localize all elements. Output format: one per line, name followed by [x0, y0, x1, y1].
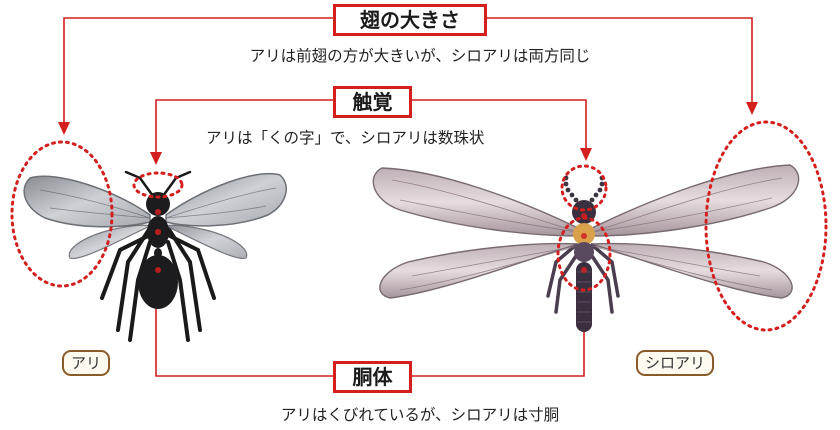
- termite-tag: シロアリ: [636, 350, 715, 376]
- termite-body-focus: [556, 216, 612, 292]
- termite-highlights: [581, 213, 587, 273]
- ant-tag: アリ: [62, 350, 111, 376]
- ant-legs: [100, 226, 216, 342]
- wing-arrow-left: [58, 122, 70, 135]
- ant-antenna-focus: [132, 171, 184, 199]
- wing-size-label: 翅の大きさ: [333, 4, 487, 36]
- ant-wings: [23, 173, 287, 260]
- ant-highlights: [155, 209, 161, 273]
- ant-wing-focus: [10, 140, 114, 288]
- termite-wing-focus: [704, 120, 828, 332]
- antenna-description: アリは「くの字」で、シロアリは数珠状: [206, 129, 485, 147]
- termite-illustration: [372, 120, 828, 332]
- termite-antennae: [563, 175, 605, 203]
- body-description: アリはくびれているが、シロアリは寸胴: [280, 406, 560, 424]
- wing-size-description: アリは前翅の方が大きいが、シロアリは両方同じ: [249, 47, 591, 65]
- termite-legs: [546, 243, 620, 314]
- wing-connector: [63, 17, 753, 132]
- termite-antenna-focus: [560, 164, 608, 212]
- body-label: 胴体: [333, 361, 412, 393]
- termite-body: [572, 200, 596, 332]
- antenna-label: 触覚: [333, 86, 412, 118]
- wing-arrow-right: [746, 102, 758, 115]
- antenna-arrow-right: [580, 148, 592, 161]
- antenna-arrow-left: [150, 152, 162, 165]
- termite-wing-veins: [391, 177, 783, 291]
- ant-illustration: [10, 140, 287, 342]
- antenna-connector: [155, 99, 587, 157]
